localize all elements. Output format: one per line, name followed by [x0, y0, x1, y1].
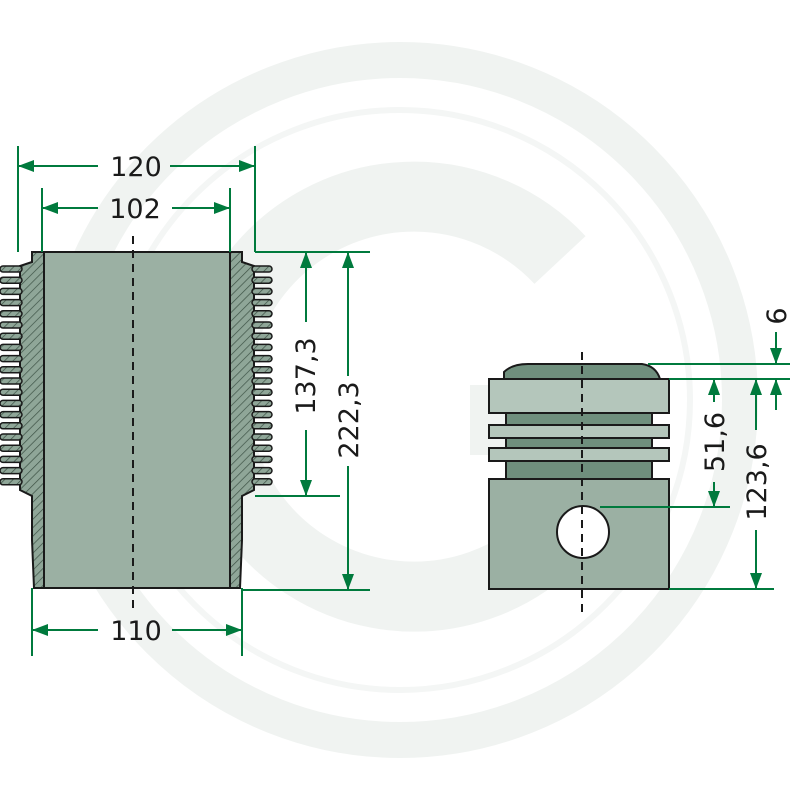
- piston: [488, 352, 670, 616]
- cooling-fin: [251, 343, 273, 352]
- cooling-fin: [251, 388, 273, 396]
- cooling-fin: [0, 298, 23, 307]
- cooling-fin: [251, 265, 273, 273]
- liner-bore-diameter-label: 102: [109, 194, 161, 225]
- cooling-fin: [0, 399, 23, 408]
- cooling-fin: [251, 287, 273, 296]
- cooling-fin: [0, 310, 23, 318]
- piston-ring-zone-label: 51,6: [700, 412, 731, 472]
- liner-left-wall: [19, 251, 45, 589]
- liner-bore: [43, 251, 231, 589]
- cooling-fin: [0, 455, 23, 464]
- cooling-fin: [0, 433, 23, 441]
- cylinder-liner: [0, 236, 273, 612]
- cooling-fin: [0, 410, 23, 419]
- cooling-fin: [251, 455, 273, 464]
- cooling-fin: [0, 444, 23, 452]
- liner-right-wall: [229, 251, 255, 589]
- piston-ring-land-2: [488, 447, 670, 462]
- piston-total-height-label: 123,6: [742, 443, 773, 520]
- cooling-fin: [251, 332, 273, 340]
- piston-top-land: [488, 378, 670, 414]
- piston-dimensions: 6 51,6 123,6: [600, 307, 793, 590]
- cooling-fin: [0, 321, 23, 329]
- cooling-fin: [251, 478, 273, 486]
- cooling-fin: [251, 276, 273, 284]
- cooling-fin: [0, 478, 23, 486]
- cooling-fin: [251, 377, 273, 385]
- cooling-fin: [251, 433, 273, 441]
- liner-outer-diameter-label: 120: [110, 152, 162, 183]
- cooling-fin: [251, 321, 273, 329]
- liner-total-height-label: 222,3: [334, 381, 365, 458]
- cooling-fin: [251, 354, 273, 363]
- cooling-fin: [0, 422, 23, 430]
- cooling-fin: [0, 265, 23, 273]
- cooling-fin: [251, 444, 273, 452]
- cooling-fin: [251, 298, 273, 307]
- liner-fins-left: [0, 265, 23, 486]
- cooling-fin: [0, 276, 23, 284]
- liner-fin-height-label: 137,3: [291, 337, 322, 414]
- cooling-fin: [251, 366, 273, 374]
- cooling-fin: [251, 399, 273, 408]
- piston-crown-step-label: 6: [762, 307, 793, 324]
- cooling-fin: [251, 410, 273, 419]
- cooling-fin: [251, 310, 273, 318]
- piston-ring-land-1: [488, 424, 670, 439]
- cooling-fin: [0, 287, 23, 296]
- cooling-fin: [251, 466, 273, 475]
- cooling-fin: [0, 354, 23, 363]
- cooling-fin: [0, 332, 23, 340]
- cooling-fin: [0, 466, 23, 475]
- cooling-fin: [251, 422, 273, 430]
- liner-fins-right: [251, 265, 273, 486]
- cooling-fin: [0, 388, 23, 396]
- cooling-fin: [0, 343, 23, 352]
- cooling-fin: [0, 377, 23, 385]
- cooling-fin: [0, 366, 23, 374]
- liner-bottom-diameter-label: 110: [110, 616, 162, 647]
- liner-dimensions: 120 102 110 137,3 222,3: [17, 146, 370, 656]
